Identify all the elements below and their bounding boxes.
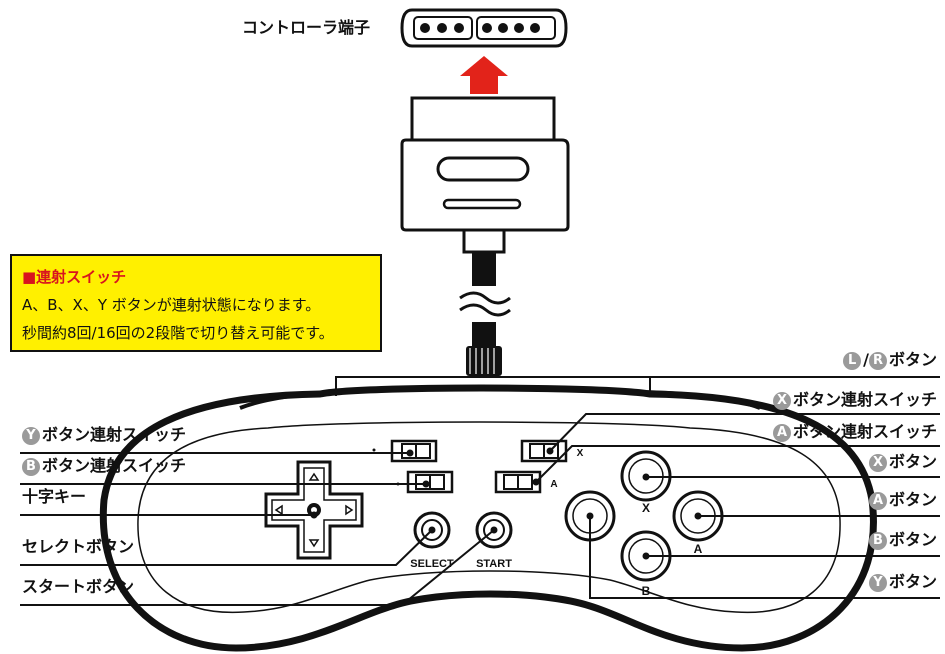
turbo-switch-note: ■連射スイッチ A、B、X、Y ボタンが連射状態になります。 秒間約8回/16回… (10, 254, 382, 352)
label-text: ボタン連射スイッチ (42, 456, 187, 475)
controller-plug (400, 96, 570, 376)
x-face-text: X (642, 501, 650, 515)
label-text: ボタン (888, 452, 937, 471)
up-arrow-icon (460, 56, 508, 94)
label-text: ボタン連射スイッチ (792, 390, 937, 409)
note-title: ■連射スイッチ (22, 268, 127, 286)
l-badge-icon: L (843, 351, 862, 370)
a-face-text: A (694, 542, 703, 556)
turbo-switch-b[interactable] (406, 470, 454, 494)
connector-label: コントローラ端子 (242, 18, 371, 37)
label-text: ボタン (888, 490, 937, 509)
select-text: SELECT (410, 558, 454, 570)
note-line-2: 秒間約8回/16回の2段階で切り替え可能です。 (22, 324, 334, 342)
leader-lines-right (535, 413, 940, 599)
separator: / (863, 350, 869, 369)
turbo-switch-y[interactable] (390, 439, 438, 463)
y-badge-icon: Y (22, 426, 40, 445)
label-select: セレクトボタン (22, 537, 135, 556)
label-start: スタートボタン (22, 577, 135, 596)
label-text: ボタン連射スイッチ (42, 425, 187, 444)
y-badge-icon: Y (868, 573, 887, 592)
connector-port (400, 8, 568, 48)
switch-a-text: A (550, 479, 557, 490)
leader-lines-left (20, 452, 495, 606)
turbo-switch-a[interactable] (494, 470, 542, 494)
lr-leader-line (335, 376, 940, 396)
dpad (264, 460, 364, 560)
x-badge-icon: X (868, 453, 887, 472)
b-badge-icon: B (22, 457, 40, 476)
label-text: ボタン連射スイッチ (792, 422, 937, 441)
label-text: ボタン (888, 530, 937, 549)
label-text: ボタン (888, 350, 937, 369)
b-badge-icon: B (868, 531, 887, 550)
r-badge-icon: R (868, 351, 887, 370)
a-badge-icon: A (868, 491, 887, 510)
x-badge-icon: X (772, 391, 791, 410)
label-dpad: 十字キー (22, 487, 87, 506)
a-badge-icon: A (772, 423, 791, 442)
leader-dots (310, 447, 702, 560)
note-line-1: A、B、X、Y ボタンが連射状態になります。 (22, 296, 321, 314)
label-text: ボタン (888, 572, 937, 591)
start-text: START (476, 558, 512, 570)
switch-x-text: X (577, 448, 584, 459)
b-face-text: B (642, 584, 651, 598)
